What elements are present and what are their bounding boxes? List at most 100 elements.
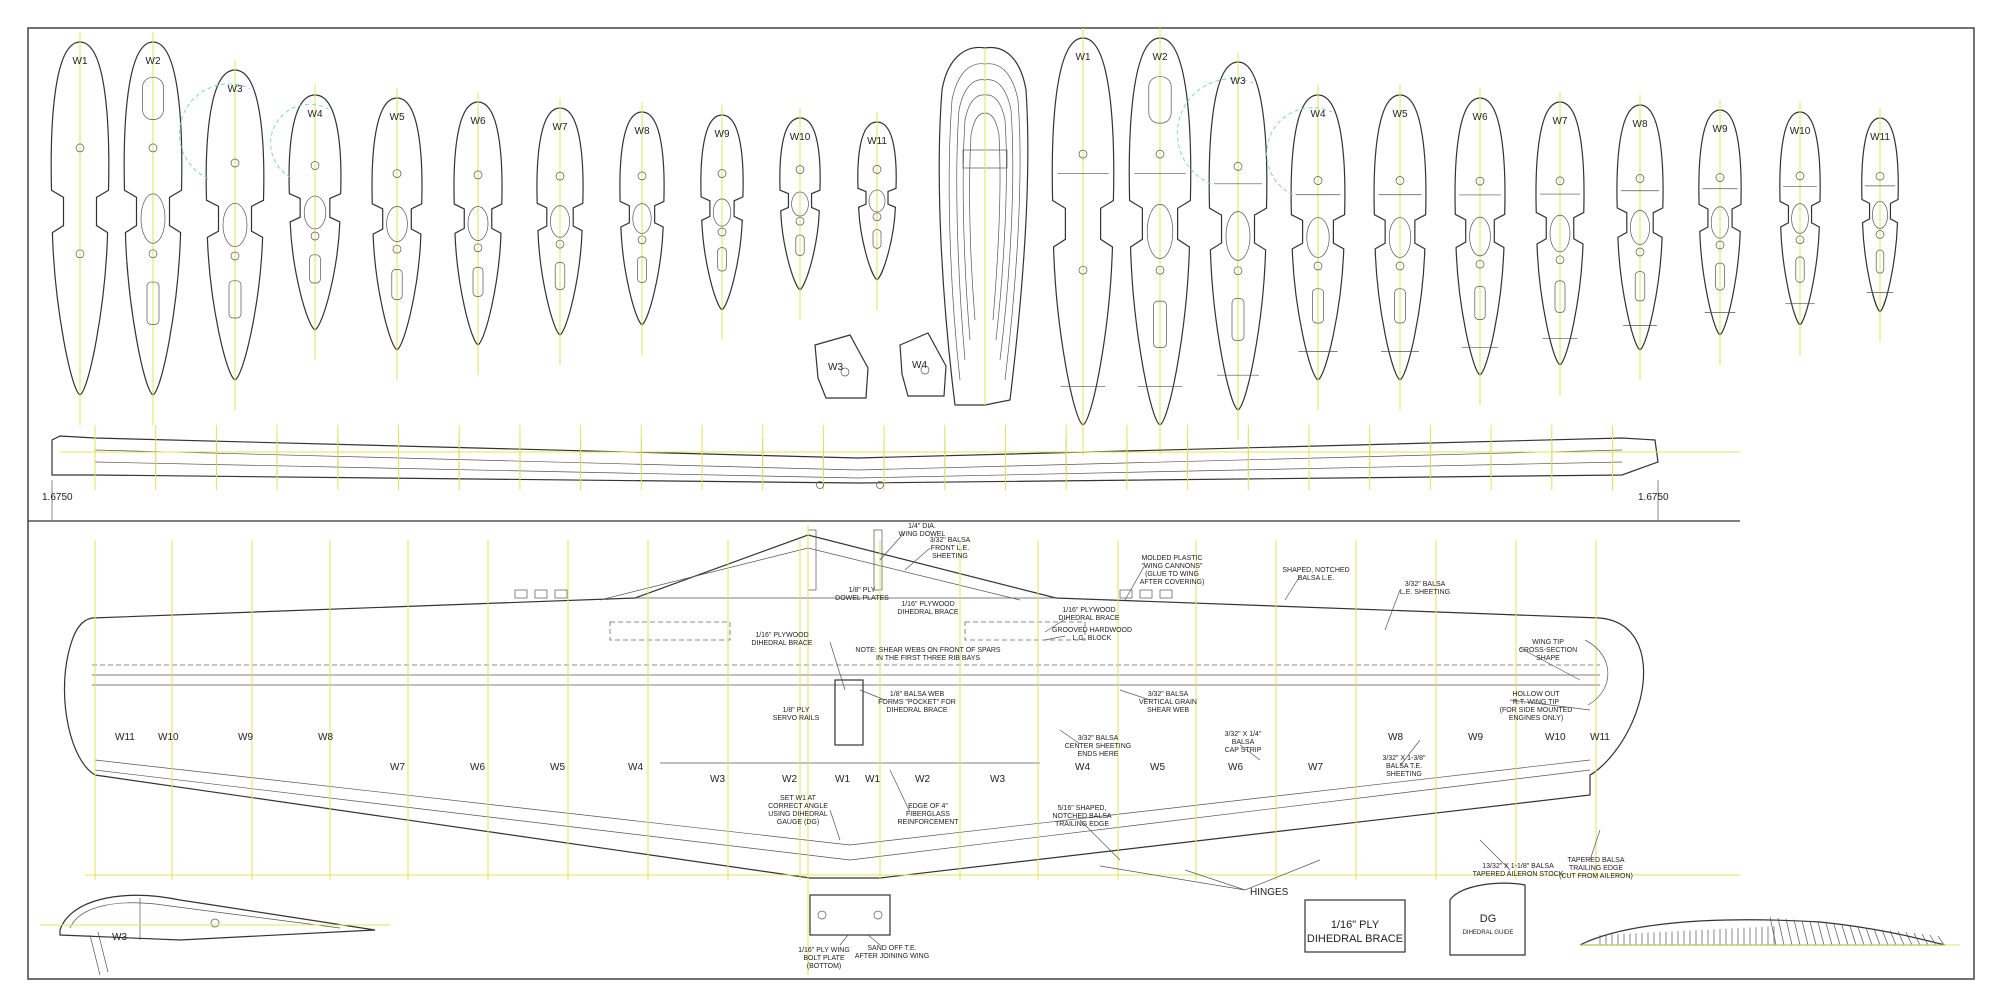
note-line: SHEETING xyxy=(1386,771,1422,778)
small-template-w3: W3 xyxy=(814,334,869,399)
brace-box-line-2: DIHEDRAL BRACE xyxy=(1307,933,1403,945)
dg-title: DG xyxy=(1480,913,1497,925)
note-line: BALSA L.E. xyxy=(1298,575,1335,582)
wing-plan-view xyxy=(63,525,1740,975)
note-line: SERVO RAILS xyxy=(773,715,820,722)
brace-box-line-1: 1/16" PLY xyxy=(1331,919,1380,931)
note-line: AFTER COVERING) xyxy=(1140,579,1205,586)
rib-template-w4-left: W4 xyxy=(270,85,342,360)
rib-label-w10-left: W10 xyxy=(790,132,811,143)
plan-label-right-6: W7 xyxy=(1308,762,1323,773)
plan-label-right-5: W6 xyxy=(1228,762,1243,773)
note-line: 1/16" PLYWOOD xyxy=(755,632,808,639)
rib-template-w6-right: W6 xyxy=(1454,88,1506,405)
rib-template-w5-left: W5 xyxy=(371,88,423,380)
rib-template-w11-left: W11 xyxy=(857,112,897,310)
plan-label-left-2: W9 xyxy=(238,732,253,743)
plan-label-left-8: W3 xyxy=(710,774,725,785)
note-line: R.T. WING TIP xyxy=(1513,699,1559,706)
rib-template-w9-right: W9 xyxy=(1698,100,1742,365)
rib-template-w8-left: W8 xyxy=(619,102,665,355)
plan-label-right-2: W3 xyxy=(990,774,1005,785)
note-line: DIHEDRAL BRACE xyxy=(897,609,959,616)
rib-label-w3-left: W3 xyxy=(228,84,243,95)
rib-template-w10-left: W10 xyxy=(779,108,821,320)
rib-label-w3-right: W3 xyxy=(1231,76,1246,87)
note-line: CAP STRIP xyxy=(1225,747,1262,754)
note-line: (GLUE TO WING xyxy=(1145,571,1199,578)
rib-label-w9-right: W9 xyxy=(1713,124,1728,135)
note-line: 1/16" PLY WING xyxy=(798,947,850,954)
note-line: "WING CANNONS" xyxy=(1142,563,1203,570)
small-template-w4: W4 xyxy=(899,332,947,397)
note-line: 1/8" BALSA WEB xyxy=(890,691,945,698)
plan-label-right-3: W4 xyxy=(1075,762,1090,773)
plan-label-right-8: W9 xyxy=(1468,732,1483,743)
note-line: VERTICAL GRAIN xyxy=(1139,699,1197,706)
note-line: 3/32" BALSA xyxy=(1405,581,1446,588)
plan-label-right-7: W8 xyxy=(1388,732,1403,743)
rib-template-w6-left: W6 xyxy=(453,92,503,375)
rib-label-w8-right: W8 xyxy=(1633,119,1648,130)
note-line: SHAPE xyxy=(1536,655,1560,662)
rib-template-w5-right: W5 xyxy=(1373,85,1427,410)
rib-label-w5-left: W5 xyxy=(390,112,405,123)
template-label-w4: W4 xyxy=(912,360,927,371)
note-line: CROSS-SECTION xyxy=(1519,647,1577,654)
note-line: WING DOWEL xyxy=(899,531,946,538)
note-line: TAPERED AILERON STOCK xyxy=(1473,871,1564,878)
note-line: 1/16" PLYWOOD xyxy=(1062,607,1115,614)
note-line: AFTER JOINING WING xyxy=(855,953,929,960)
rib-label-w2-right: W2 xyxy=(1153,52,1168,63)
note-line: MOLDED PLASTIC xyxy=(1141,555,1202,562)
note-line: DIHEDRAL BRACE xyxy=(1058,615,1120,622)
note-line: GROOVED HARDWOOD xyxy=(1052,627,1132,634)
hinges-label: HINGES xyxy=(1250,887,1289,898)
note-line: USING DIHEDRAL xyxy=(768,811,828,818)
plan-label-left-3: W8 xyxy=(318,732,333,743)
rib-template-w11-right: W11 xyxy=(1861,108,1899,342)
note-n1: 1/4" DIA.WING DOWEL xyxy=(899,523,946,538)
plan-label-left-5: W6 xyxy=(470,762,485,773)
note-line: NOTE: SHEAR WEBS ON FRONT OF SPARS xyxy=(855,647,1001,654)
note-line: SHEAR WEB xyxy=(1147,707,1189,714)
note-line: ENGINES ONLY) xyxy=(1509,715,1563,722)
note-line: TRAILING EDGE xyxy=(1055,821,1109,828)
note-line: TRAILING EDGE xyxy=(1569,865,1623,872)
plan-label-right-10: W11 xyxy=(1590,732,1610,743)
note-line: SHEETING xyxy=(932,553,968,560)
rib-label-w9-left: W9 xyxy=(715,129,730,140)
plan-label-left-10: W1 xyxy=(835,774,850,785)
section-view-label: W3 xyxy=(112,932,127,943)
wing-front-view: 1.6750 1.6750 xyxy=(42,425,1740,520)
plan-label-right-1: W2 xyxy=(915,774,930,785)
note-line: 3/32" BALSA xyxy=(930,537,971,544)
rib-template-w1-left: W1 xyxy=(50,32,110,425)
note-n19: 3/32" X 1-3/8"BALSA T.E.SHEETING xyxy=(1382,755,1426,778)
drawing-border xyxy=(27,27,1975,980)
note-line: ENDS HERE xyxy=(1078,751,1119,758)
note-n4: MOLDED PLASTIC"WING CANNONS"(GLUE TO WIN… xyxy=(1140,555,1205,586)
note-line: 1/8" PLY xyxy=(783,707,810,714)
note-line: 13/32" X 1-1/8" BALSA xyxy=(1482,863,1554,870)
note-line: CENTER SHEETING xyxy=(1065,743,1132,750)
rib-label-w8-left: W8 xyxy=(635,126,650,137)
note-line: FORMS "POCKET" FOR xyxy=(878,699,956,706)
rib-template-w3-left: W3 xyxy=(178,60,265,410)
plan-label-left-4: W7 xyxy=(390,762,405,773)
